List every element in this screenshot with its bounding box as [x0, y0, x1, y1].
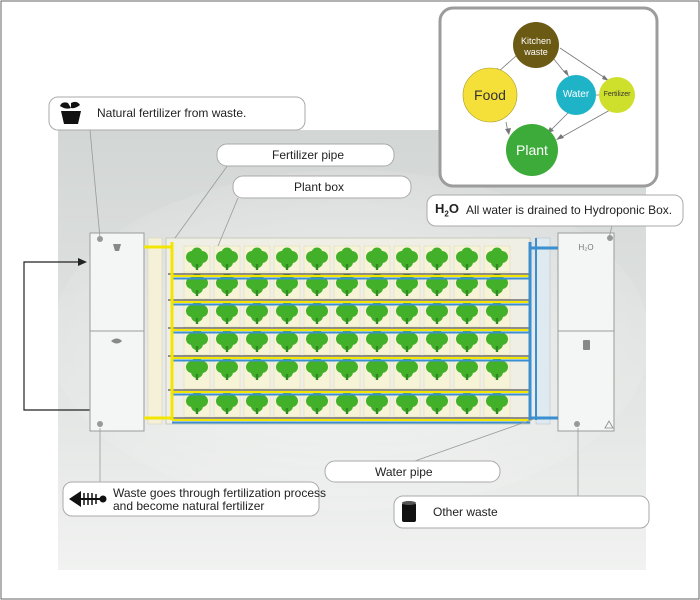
plant: [366, 247, 388, 270]
nutrient-cycle: [438, 6, 659, 188]
fertilizer-pot-small-icon: [113, 244, 121, 251]
kitchen-waste-line1: Kitchen: [520, 36, 552, 46]
plant: [186, 247, 208, 270]
plant: [306, 247, 328, 270]
water-drained-label: All water is drained to Hydroponic Box.: [466, 203, 673, 217]
plant: [336, 301, 358, 324]
grow-rack: [147, 237, 551, 425]
left-cabinet: [89, 232, 145, 432]
fish-bone-icon: [69, 491, 107, 507]
plant: [336, 247, 358, 270]
loop-arrow-head: [78, 258, 87, 266]
plant: [186, 391, 208, 414]
plant: [486, 247, 508, 270]
plant: [486, 301, 508, 324]
water-node: [556, 75, 596, 115]
plant: [396, 391, 418, 414]
plant: [216, 273, 238, 296]
waste-process-line1: Waste goes through fertilization process: [113, 486, 326, 500]
callout-water-pipe: [324, 460, 501, 483]
plant: [426, 357, 448, 380]
right-cabinet: [557, 232, 615, 432]
waste-process-label: Waste goes through fertilization process…: [113, 487, 326, 513]
waste-bin-small-icon: [583, 340, 590, 350]
other-waste-label: Other waste: [433, 505, 498, 519]
callout-waste-process: [62, 481, 320, 517]
h2o-subscript: 2: [444, 209, 449, 219]
triangle-small-icon: [604, 420, 614, 429]
plant: [246, 329, 268, 352]
plant: [456, 247, 478, 270]
waste-process-line2: and become natural fertilizer: [113, 499, 265, 513]
plant: [276, 301, 298, 324]
water-label: Water: [562, 89, 590, 100]
plant: [306, 301, 328, 324]
plant: [456, 391, 478, 414]
left-light-column: [147, 237, 163, 425]
kitchen-waste-label: Kitchen waste: [508, 36, 564, 58]
plant: [336, 329, 358, 352]
callout-other-waste: [393, 495, 650, 529]
kitchen-waste-line2: waste: [524, 47, 548, 57]
plant: [426, 247, 448, 270]
kitchen-waste-node: [513, 22, 559, 68]
plant: [486, 391, 508, 414]
plant: [216, 247, 238, 270]
plant: [306, 329, 328, 352]
plant: [366, 329, 388, 352]
plant-node: [506, 124, 558, 176]
plant: [336, 391, 358, 414]
plant-label: Plant: [516, 142, 548, 158]
fertilizer-label: Fertilizer: [603, 91, 631, 98]
right-box-label: H₂O: [578, 243, 593, 252]
fertilizer-node: [599, 77, 635, 113]
callout-plant-box: [232, 175, 412, 199]
h2o-symbol: H2O: [435, 201, 459, 219]
callout-natural-fertilizer: [48, 96, 306, 131]
natural-fertilizer-label: Natural fertilizer from waste.: [97, 106, 247, 120]
food-label: Food: [474, 87, 506, 103]
plant: [276, 247, 298, 270]
fish-small-icon: [111, 338, 122, 344]
leader-lines: [89, 129, 613, 500]
h2o-o: O: [448, 201, 459, 216]
callout-fertilizer-pipe: [216, 143, 395, 167]
loop-arrow: [23, 261, 90, 411]
plant: [216, 301, 238, 324]
plant-pot-icon: [60, 101, 81, 124]
plant: [246, 247, 268, 270]
plant: [336, 357, 358, 380]
food-node: [462, 67, 518, 123]
water-pipe-label: Water pipe: [375, 465, 433, 479]
callout-water-drained: [426, 194, 684, 227]
plant: [186, 357, 208, 380]
fertilizer-pipe-label: Fertilizer pipe: [272, 148, 345, 162]
plant: [366, 301, 388, 324]
plant: [246, 273, 268, 296]
plant: [396, 247, 418, 270]
trash-can-icon: [402, 501, 416, 522]
h2o-h: H: [435, 201, 445, 216]
plant-box-label: Plant box: [294, 180, 345, 194]
right-light-column: [535, 237, 551, 425]
